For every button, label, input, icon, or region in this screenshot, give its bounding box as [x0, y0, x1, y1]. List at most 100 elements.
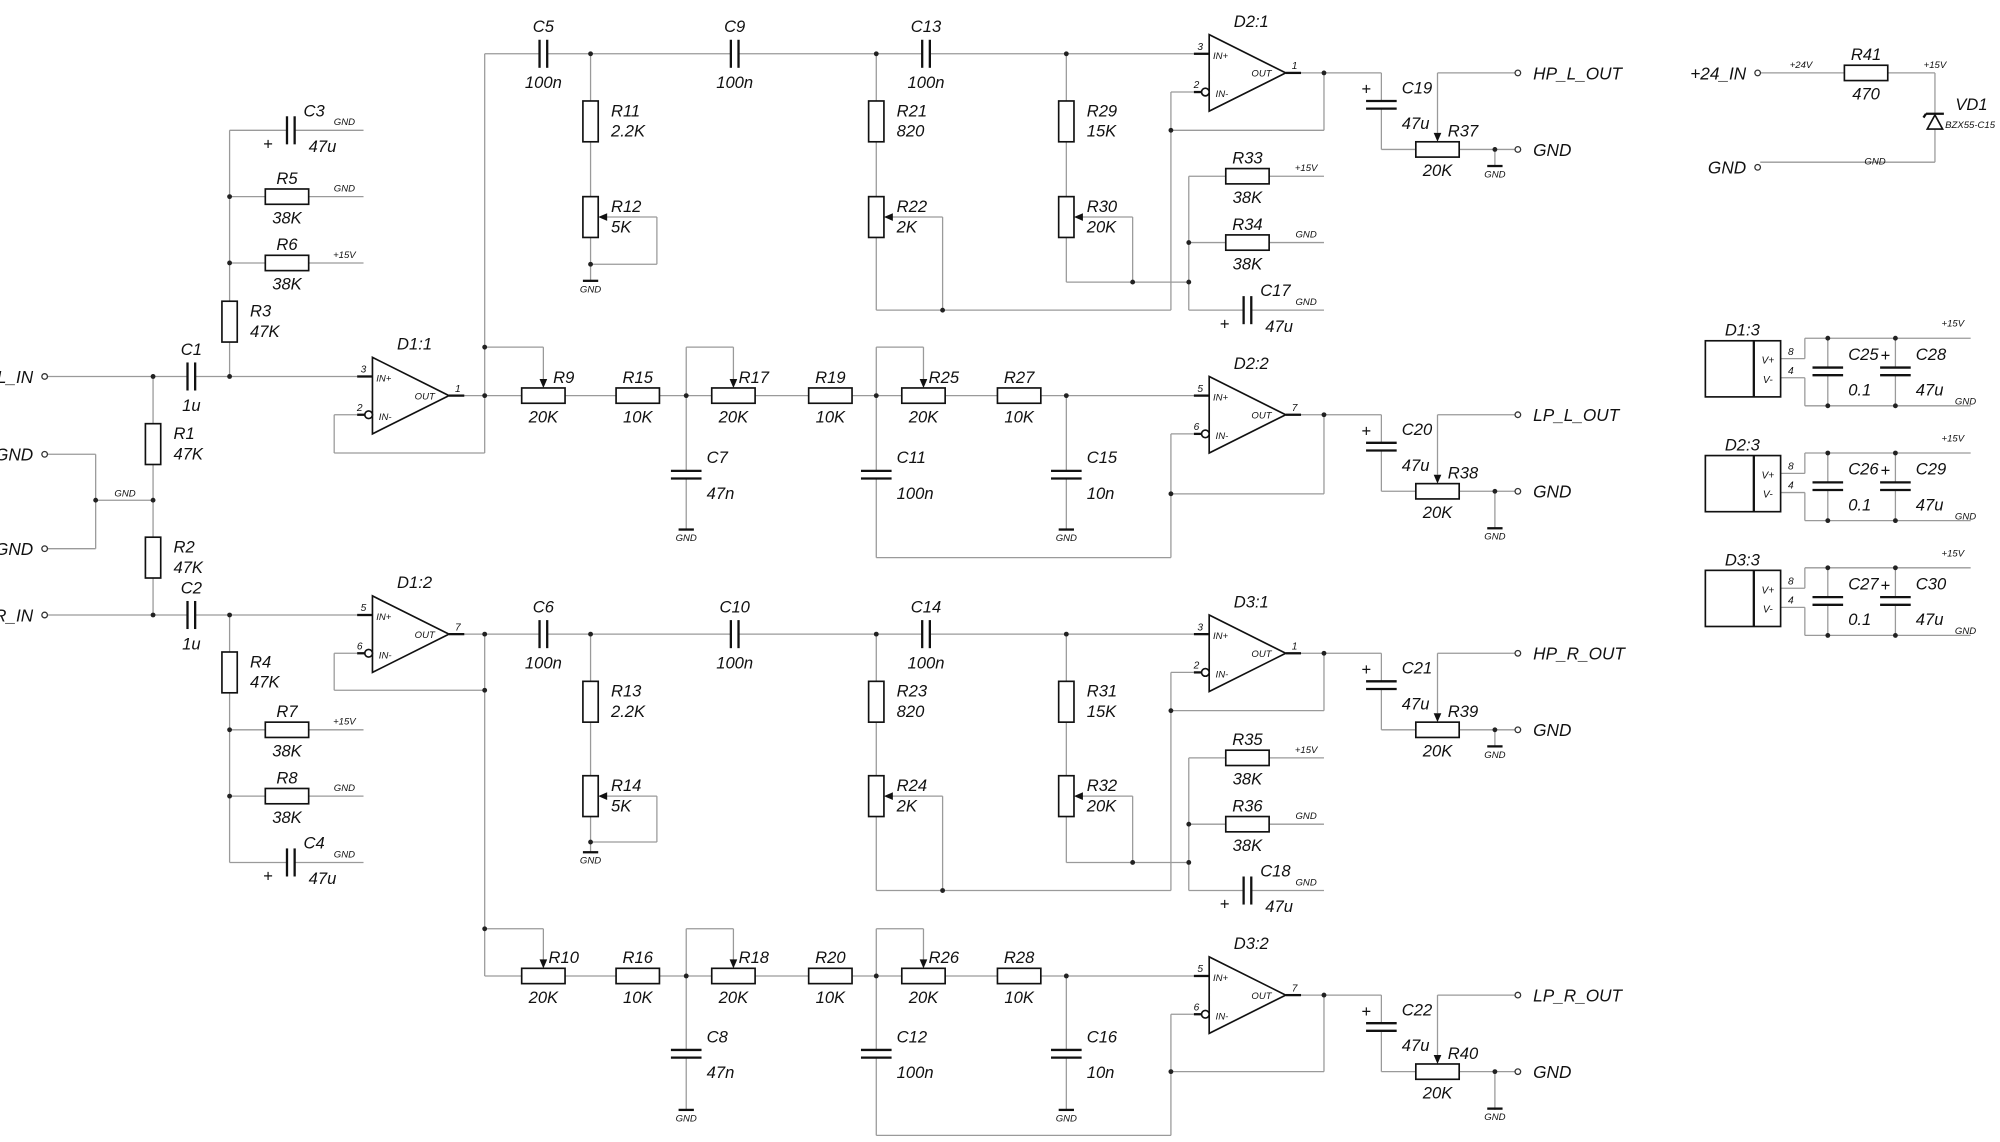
- ref-label: R30: [1087, 197, 1118, 216]
- resistor-R21: [867, 100, 885, 143]
- junction-dot: [1892, 335, 1898, 341]
- pin-label: OUT: [415, 630, 436, 641]
- resistor-R6: [264, 254, 310, 272]
- value-label: 10K: [816, 988, 846, 1007]
- net-label: GND: [334, 117, 355, 128]
- value-label: 47u: [1916, 495, 1944, 514]
- value-label: 10K: [623, 407, 653, 426]
- junction-dot: [873, 631, 879, 637]
- ref-label: R40: [1448, 1044, 1479, 1063]
- opamp-name: D3:2: [1234, 934, 1269, 953]
- pin-number: 4: [1788, 481, 1794, 492]
- pin-label: V+: [1761, 585, 1774, 596]
- junction-dot: [1063, 631, 1069, 637]
- polarity-plus: +: [1220, 895, 1230, 914]
- ref-label: C18: [1260, 861, 1291, 880]
- resistor-R41: [1843, 64, 1889, 82]
- cap-gap: [1243, 887, 1252, 894]
- net-label-gnd: GND: [580, 856, 601, 867]
- value-label: 2.2K: [610, 702, 646, 721]
- opamp-D1_2: [371, 594, 451, 674]
- terminal-icon: [1514, 649, 1522, 657]
- terminal-icon: [41, 450, 49, 458]
- inverting-bubble-icon: [1200, 87, 1211, 97]
- value-label: 20K: [528, 988, 559, 1007]
- terminal-label: HP_L_OUT: [1533, 63, 1623, 83]
- junction-dot: [1063, 393, 1069, 399]
- terminal-label: GND: [1533, 140, 1571, 160]
- cap-gap: [286, 127, 295, 133]
- ref-label: R31: [1087, 682, 1117, 701]
- value-label: 38K: [272, 208, 302, 227]
- value-label: 47u: [1402, 456, 1430, 475]
- value-label: 5K: [611, 796, 632, 815]
- net-label: +15V: [1942, 434, 1966, 445]
- value-label: 47K: [250, 322, 280, 341]
- junction-dot: [683, 393, 689, 399]
- pin-number: 3: [1197, 622, 1203, 633]
- ref-label: R8: [276, 768, 298, 787]
- junction-dot: [940, 888, 946, 893]
- zener-diode-VD1: [1925, 113, 1944, 130]
- value-label: 20K: [1086, 217, 1117, 236]
- junction-dot: [940, 307, 946, 313]
- value-label: 1u: [182, 634, 200, 653]
- value-label: 470: [1852, 85, 1880, 104]
- value-label: 100n: [525, 654, 562, 673]
- resistor-R33: [1224, 167, 1270, 185]
- value-label: 100n: [716, 654, 753, 673]
- resistor-R7: [264, 721, 310, 739]
- junction-dot: [227, 194, 233, 200]
- junction-dot: [683, 973, 689, 979]
- value-label: 20K: [528, 407, 559, 426]
- junction-dot: [588, 261, 593, 267]
- power-block-D3_3: [1704, 569, 1782, 628]
- resistor-R3: [221, 300, 239, 343]
- net-label: GND: [1296, 877, 1317, 888]
- labels-layer: R147KR247KR347KR447KC11uC21uC347u+C447u+…: [0, 12, 1996, 1124]
- opamp-D3_1: [1208, 613, 1288, 693]
- polarity-plus: +: [263, 867, 273, 886]
- pin-number: 3: [361, 365, 367, 376]
- junction-dot: [150, 612, 156, 618]
- ref-label: C30: [1916, 574, 1947, 593]
- resistor-R24: [867, 774, 885, 818]
- terminal-icon: [1514, 487, 1522, 495]
- value-label: 20K: [1086, 796, 1117, 815]
- inverting-bubble-icon: [1200, 1009, 1211, 1019]
- junction-dot: [1168, 708, 1174, 714]
- resistor-R13: [582, 680, 600, 723]
- value-label: 10K: [1004, 988, 1034, 1007]
- ref-label: C13: [911, 17, 942, 36]
- ref-label: R37: [1448, 122, 1479, 141]
- value-label: 47u: [1916, 610, 1944, 629]
- resistor-R30: [1057, 195, 1075, 239]
- net-label: +24V: [1790, 60, 1814, 71]
- junction-dot: [482, 344, 488, 350]
- value-label: 10n: [1087, 1063, 1115, 1082]
- wiper-arrow-icon: [919, 379, 928, 388]
- opamp-D3_2: [1208, 955, 1288, 1035]
- ref-label: C4: [304, 833, 325, 852]
- cap-gap: [539, 51, 548, 57]
- value-label: 20K: [1422, 503, 1453, 522]
- pin-label: IN-: [1216, 431, 1229, 442]
- pin-number: 3: [1197, 42, 1203, 53]
- terminal-label: GND: [0, 539, 33, 559]
- junction-dot: [1492, 147, 1498, 152]
- net-label-gnd: GND: [676, 533, 697, 544]
- junction-dot: [1168, 1069, 1174, 1075]
- opamp-D2_1: [1208, 33, 1288, 113]
- ref-label: R21: [897, 101, 927, 120]
- resistor-R16: [615, 967, 661, 985]
- pin-label: IN+: [1213, 973, 1229, 984]
- ref-label: C28: [1916, 345, 1947, 364]
- polarity-plus: +: [1361, 80, 1371, 99]
- ref-label: R38: [1448, 464, 1479, 483]
- resistor-R10: [520, 967, 566, 985]
- net-label: +15V: [1295, 745, 1319, 756]
- resistor-R11: [582, 100, 600, 143]
- ref-label: R23: [897, 682, 928, 701]
- net-label-gnd: GND: [580, 284, 601, 295]
- junction-dot: [588, 839, 593, 845]
